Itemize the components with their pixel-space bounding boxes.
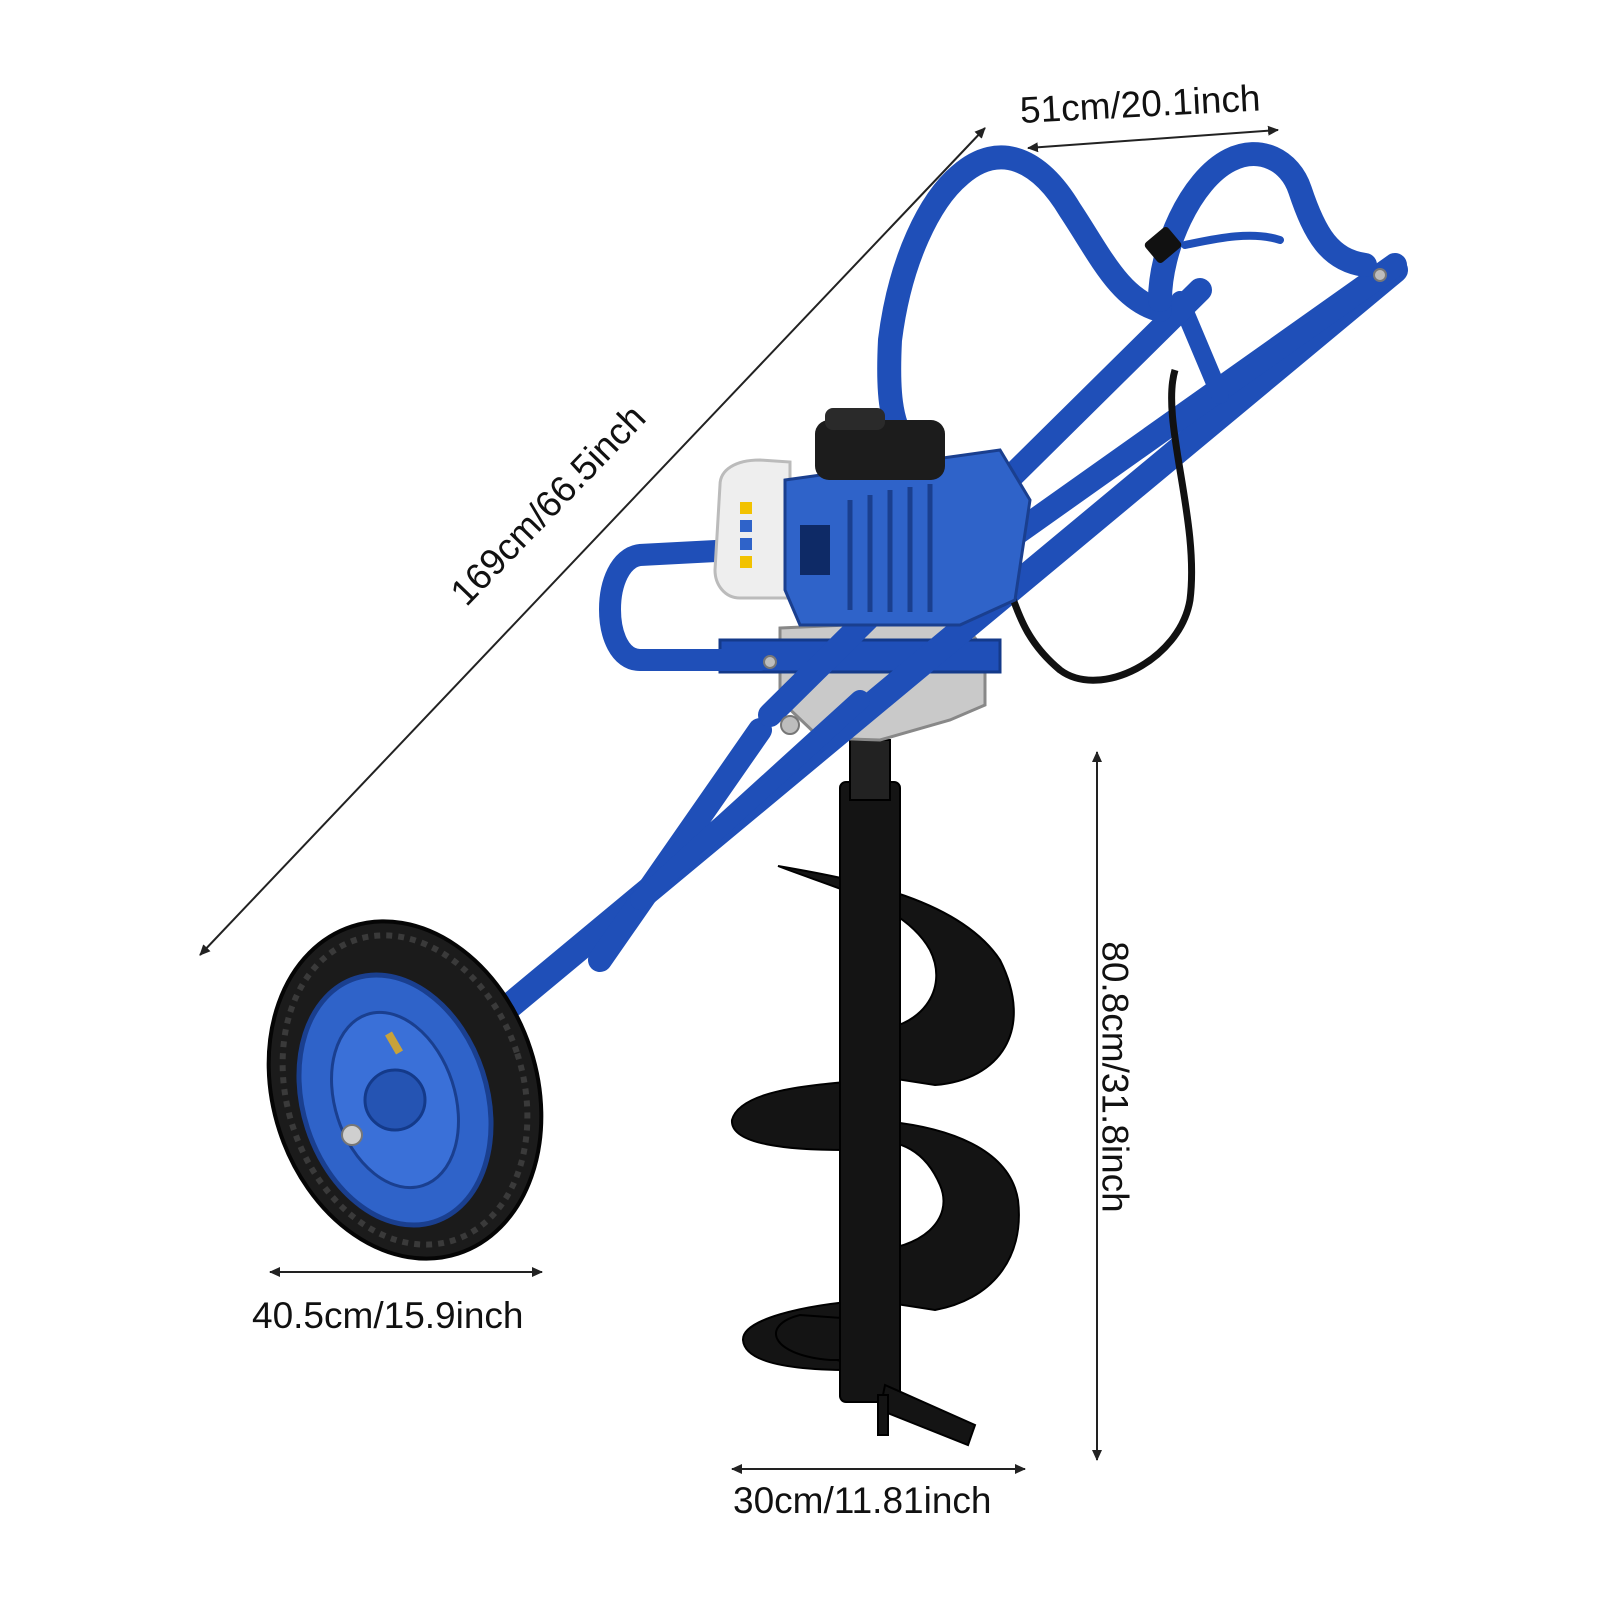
frame-strut: [630, 690, 870, 910]
tow-bar-upper: [588, 718, 772, 972]
handle-loop-right: [1148, 142, 1377, 312]
throttle-lever: [1181, 231, 1284, 249]
auger-flight-middle: [730, 1078, 871, 1152]
auger-cutting-blade: [878, 1383, 977, 1447]
auger-diameter-label: 30cm/11.81inch: [733, 1480, 992, 1521]
wheel-diameter-label: 40.5cm/15.9inch: [252, 1295, 524, 1336]
auger-flight-lower: [869, 1118, 1020, 1312]
engine-cooling-fins: [847, 484, 933, 612]
wheel-frame: [345, 253, 1408, 1145]
overall-length-dimension-line: [199, 127, 986, 956]
wheel-tire-tread: [279, 932, 531, 1248]
engine-vent: [800, 525, 830, 575]
wheel-axle-bolt: [341, 1124, 363, 1146]
engine-top-cap: [825, 408, 885, 430]
throttle-cable: [1006, 368, 1196, 684]
throttle-switch: [1144, 227, 1182, 263]
engine: [713, 408, 1032, 627]
wheel: [266, 919, 544, 1261]
auger-shaft: [839, 781, 901, 1403]
wheel-hub: [363, 1068, 427, 1132]
engine-recoil-starter: [815, 420, 945, 480]
warning-stickers: [740, 502, 752, 568]
fuel-tank: [713, 458, 792, 600]
wheel-valve-stem: [385, 1031, 403, 1055]
auger-flight-top: [777, 865, 1015, 1087]
handle-width-dimension-line: [1027, 125, 1279, 153]
auger-bit: [730, 781, 1020, 1447]
tow-bar: [345, 257, 1408, 1145]
front-engine-handle: [599, 539, 771, 671]
dimension-lines: [199, 125, 1279, 1474]
auger-coupler: [849, 739, 891, 801]
auger-length-label: 80.8cm/31.8inch: [1094, 941, 1136, 1213]
auger-pilot-point: [877, 1394, 889, 1436]
side-rail: [988, 253, 1407, 557]
frame-bolts: [763, 268, 1387, 735]
